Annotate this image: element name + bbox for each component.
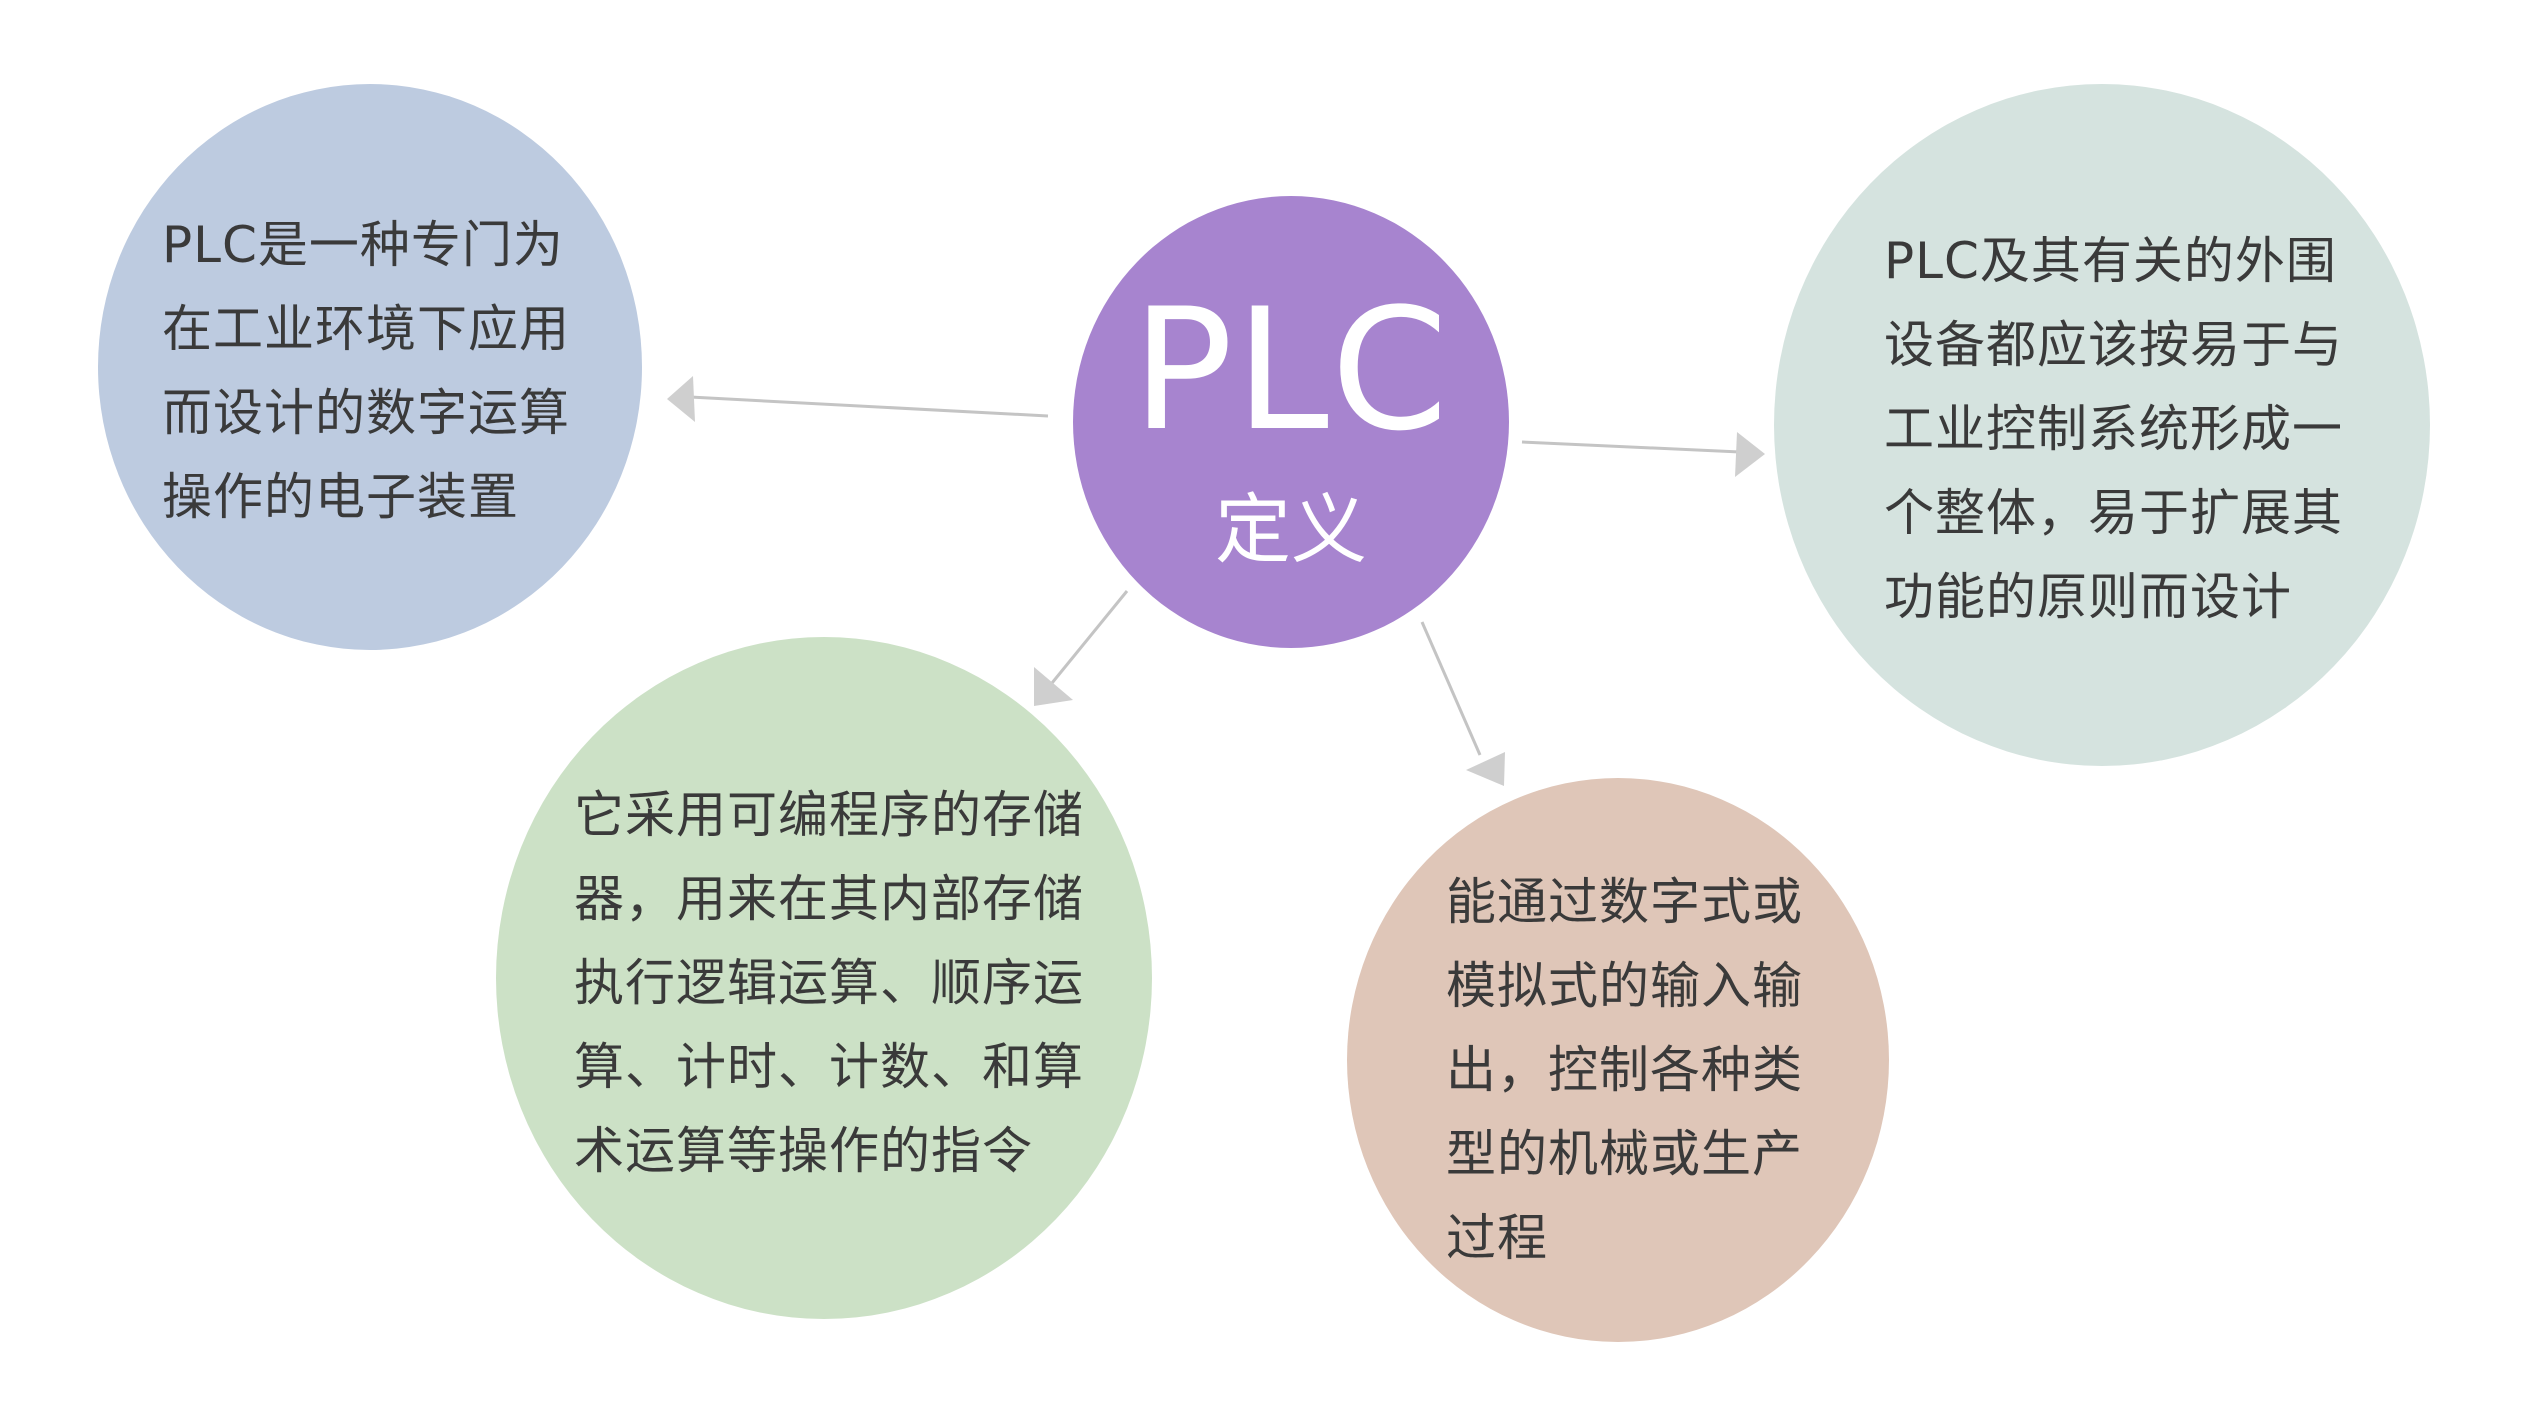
- node-bottom-right-text: 能通过数字式或 模拟式的输入输 出，控制各种类 型的机械或生产 过程: [1446, 873, 1803, 1267]
- node-top-left-text: PLC是一种专门为 在工业环境下应用 而设计的数字运算 操作的电子装置: [162, 216, 570, 526]
- center-subtitle: 定义: [1215, 485, 1367, 574]
- node-bottom-right-circle: [1347, 778, 1889, 1342]
- center-title: PLC: [1131, 272, 1451, 468]
- node-bottom-left-circle: [496, 637, 1152, 1319]
- arrow-to-top-right: [1521, 432, 1765, 477]
- node-top-right-circle: [1774, 84, 2430, 766]
- node-top-left-circle: [98, 84, 642, 650]
- node-bottom-left-text: 它采用可编程序的存储 器，用来在其内部存储 执行逻辑运算、顺序运 算、计时、计数…: [574, 786, 1084, 1180]
- center-circle: [1073, 196, 1509, 648]
- arrow-to-bottom-left: [1034, 590, 1129, 706]
- node-top-right-text: PLC及其有关的外围 设备都应该按易于与 工业控制系统形成一 个整体，易于扩展其…: [1884, 232, 2343, 626]
- arrow-to-bottom-right: [1420, 621, 1505, 786]
- arrow-to-top-left: [667, 376, 1049, 422]
